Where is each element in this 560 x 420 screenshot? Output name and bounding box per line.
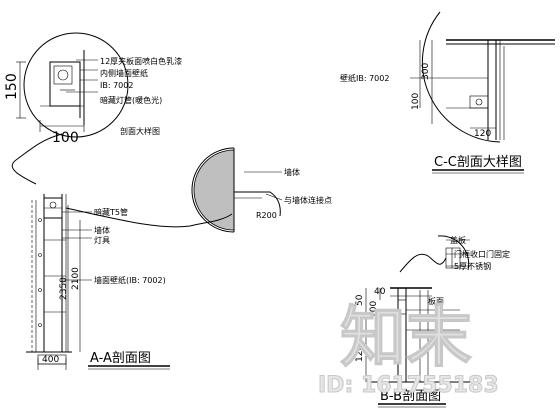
detail-dim-vertical: 150: [4, 73, 20, 100]
bb-label-2: 门框收口门固定: [454, 249, 510, 259]
detail-lamp: [53, 65, 73, 85]
wall-circle-outline: [191, 147, 235, 233]
cc-dim-2: 100: [411, 93, 421, 110]
cc-dim-1: 300: [421, 63, 431, 80]
bb-section-group: 盖板 门框收口门固定 5厚不锈钢 板面 40 50 100 1200 B-B剖面…: [355, 235, 510, 408]
bb-dim-3: 1200: [355, 339, 365, 362]
bb-small-1: 板面: [428, 296, 444, 306]
detail-title: 剖面大样图: [120, 126, 160, 136]
aa-dim-2: 2100: [71, 267, 81, 290]
aa-label-3: 灯具: [94, 235, 110, 245]
wall-connector: [234, 191, 281, 217]
aa-dim-3: 400: [42, 355, 59, 365]
detail-circle-group: 12厚夹板面喷白色乳漆 内侧墙面壁纸 IB: 7002 暗藏灯管(暖色光) 15…: [4, 32, 182, 146]
bb-title: B-B剖面图: [380, 389, 441, 404]
watermark-id: ID: 161755183: [318, 373, 499, 398]
detail-lamp-tube: [57, 69, 69, 81]
aa-title: A-A剖面图: [90, 351, 151, 366]
cc-detail-group: 壁纸IB: 7002 300 100 120 C-C剖面大样图: [340, 11, 555, 174]
bb-dim-2: 100: [369, 301, 379, 318]
watermark-group: 知末 ID: 161755183: [318, 299, 500, 399]
bb-label-3: 5厚不锈钢: [454, 261, 491, 271]
wall-radius-label: R200: [256, 211, 277, 220]
detail-label-1: 12厚夹板面喷白色乳漆: [100, 56, 182, 66]
wall-label-1: 墙体: [284, 167, 300, 177]
bb-small-0: 40: [374, 287, 386, 297]
detail-label-4: 暗藏灯管(暖色光): [100, 95, 162, 105]
cc-label: 壁纸IB: 7002: [340, 73, 389, 83]
detail-circle: [23, 32, 129, 138]
detail-label-2: 内侧墙面壁纸: [100, 68, 148, 78]
bb-leader-curve: [399, 253, 447, 273]
wall-label-2: 与墙体连接点: [284, 195, 332, 205]
watermark-brand: 知末: [340, 299, 472, 376]
aa-label-1: 暗藏T5管: [94, 207, 128, 217]
aa-dim-1: 2350: [59, 277, 69, 300]
detail-leader-curve: [11, 133, 63, 185]
bb-detail-arc: [437, 235, 470, 271]
detail-label-3: IB: 7002: [100, 81, 133, 90]
bb-dim-1: 50: [355, 294, 365, 306]
bb-label-1: 盖板: [450, 235, 466, 245]
wall-hatch: [193, 149, 235, 231]
cc-circle-arc: [421, 11, 501, 143]
cc-title: C-C剖面大样图: [434, 155, 522, 170]
wall-leader-curve: [65, 207, 233, 228]
wall-circle-group: 墙体 与墙体连接点 R200: [191, 147, 332, 233]
cc-dim-3: 120: [474, 129, 491, 139]
detail-dim-horizontal: 100: [52, 130, 79, 146]
aa-label-4: 墙面壁纸(IB: 7002): [94, 275, 166, 285]
aa-section-group: 暗藏T5管 墙体 灯具 墙面壁纸(IB: 7002) 2350 2100 400…: [26, 194, 170, 370]
aa-label-2: 墙体: [94, 225, 110, 235]
